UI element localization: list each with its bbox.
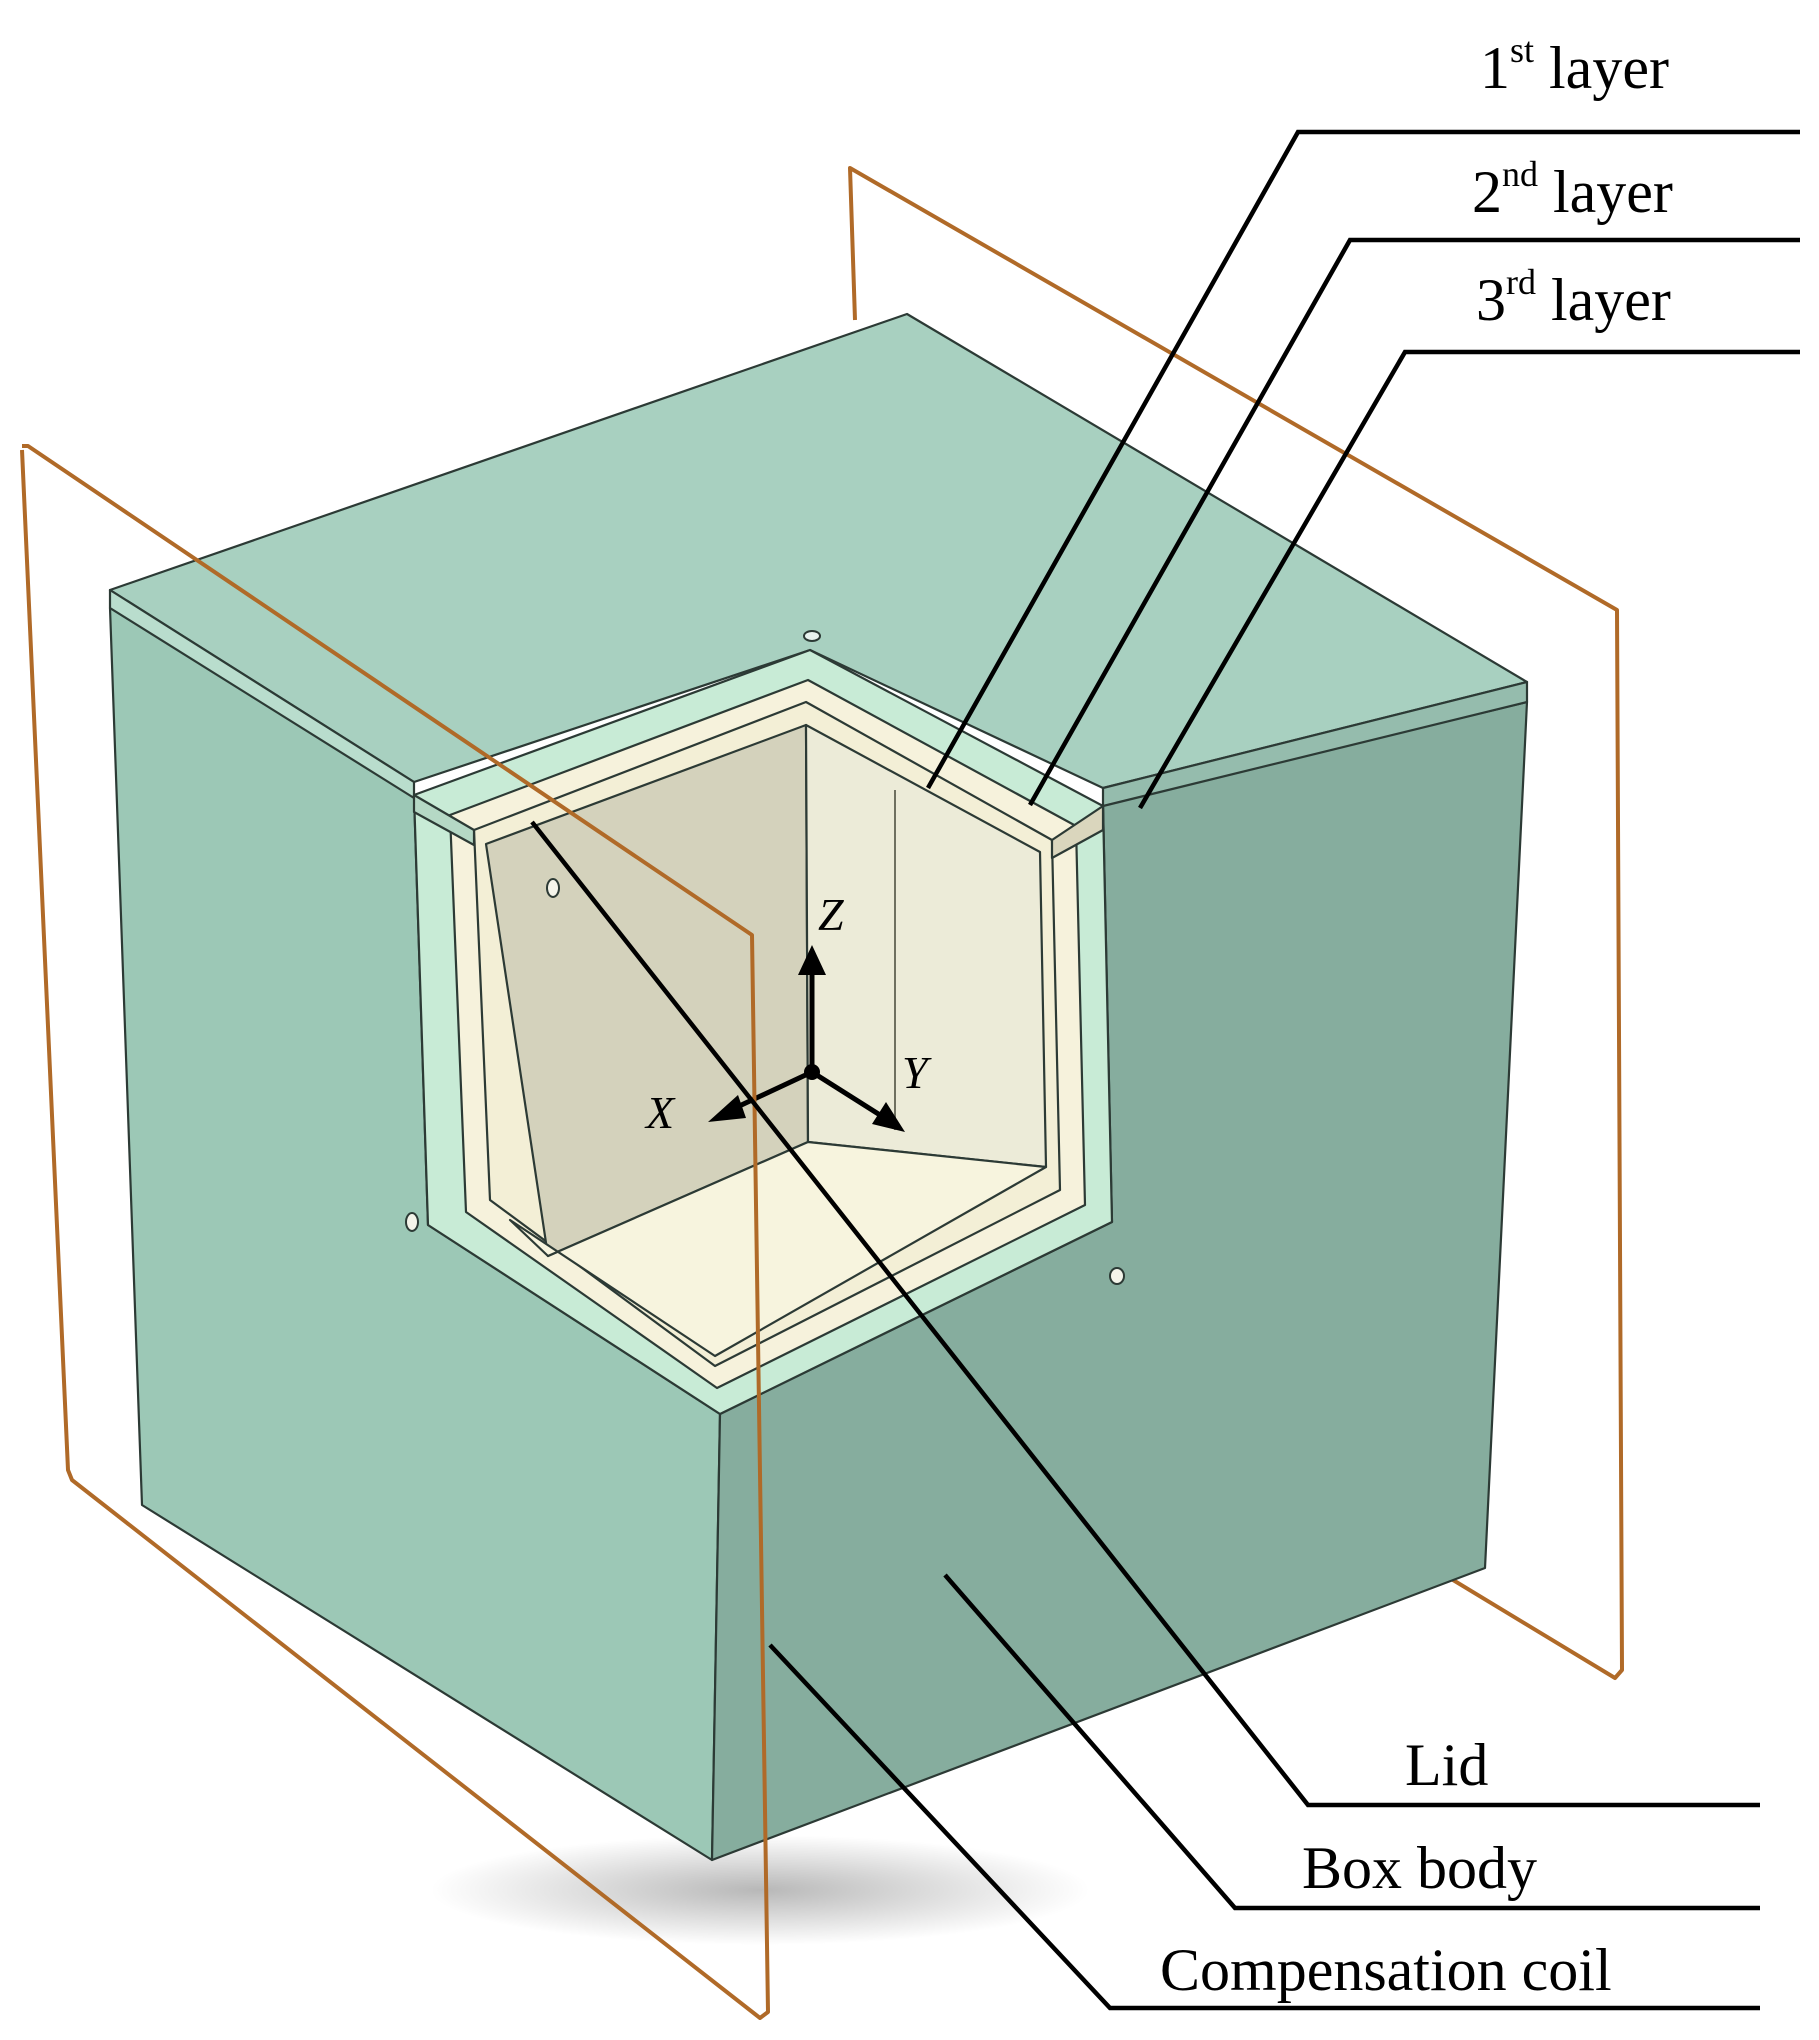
leader-compensation-coil (768, 1643, 1760, 2011)
leader-box-body (943, 1573, 1760, 1911)
screw-hole-lower-right (1109, 1267, 1125, 1285)
leader-layer2 (1028, 237, 1800, 807)
y-axis-line (810, 1069, 882, 1118)
y-axis-arrowhead (872, 1102, 905, 1132)
ground-shadow (430, 1835, 1090, 1945)
z-axis-arrowhead (798, 945, 826, 975)
lid (108, 312, 1529, 808)
compensation-coil-back (848, 166, 1624, 1680)
screw-hole-left (546, 878, 560, 898)
lid-screw-hole-top (803, 630, 821, 642)
leader-layer3 (1138, 349, 1800, 810)
screw-hole-lower-left (405, 1212, 419, 1232)
label-lid: Lid (1405, 1732, 1488, 1798)
layer-rim-left (412, 793, 476, 847)
z-axis-label: Z (818, 889, 844, 940)
axis-origin (804, 1064, 820, 1080)
label-layer3: 3rd layer (1476, 262, 1671, 333)
lid-right-edge (1101, 680, 1529, 808)
compensation-coil-front (20, 444, 770, 2020)
coil-front-loop (20, 444, 770, 2020)
label-layer2: 2nd layer (1472, 154, 1673, 225)
y-axis-label: Y (902, 1047, 932, 1098)
x-axis-label: X (644, 1087, 676, 1138)
leader-lid (530, 820, 1760, 1808)
label-compensation-coil: Compensation coil (1160, 1937, 1612, 2003)
coil-back-loop (848, 166, 1624, 1680)
label-box-body: Box body (1302, 1835, 1537, 1901)
coordinate-axes: Z X Y (644, 889, 932, 1138)
x-axis-arrowhead (708, 1095, 746, 1122)
labels: 1st layer 2nd layer 3rd layer Lid Box bo… (1160, 30, 1673, 2003)
layer-rim-right (1050, 804, 1105, 860)
label-layer1: 1st layer (1480, 30, 1669, 101)
leader-layer1 (926, 129, 1800, 790)
shield-layers (405, 648, 1125, 1416)
x-axis-line (733, 1069, 814, 1111)
leader-lines (530, 129, 1800, 2011)
